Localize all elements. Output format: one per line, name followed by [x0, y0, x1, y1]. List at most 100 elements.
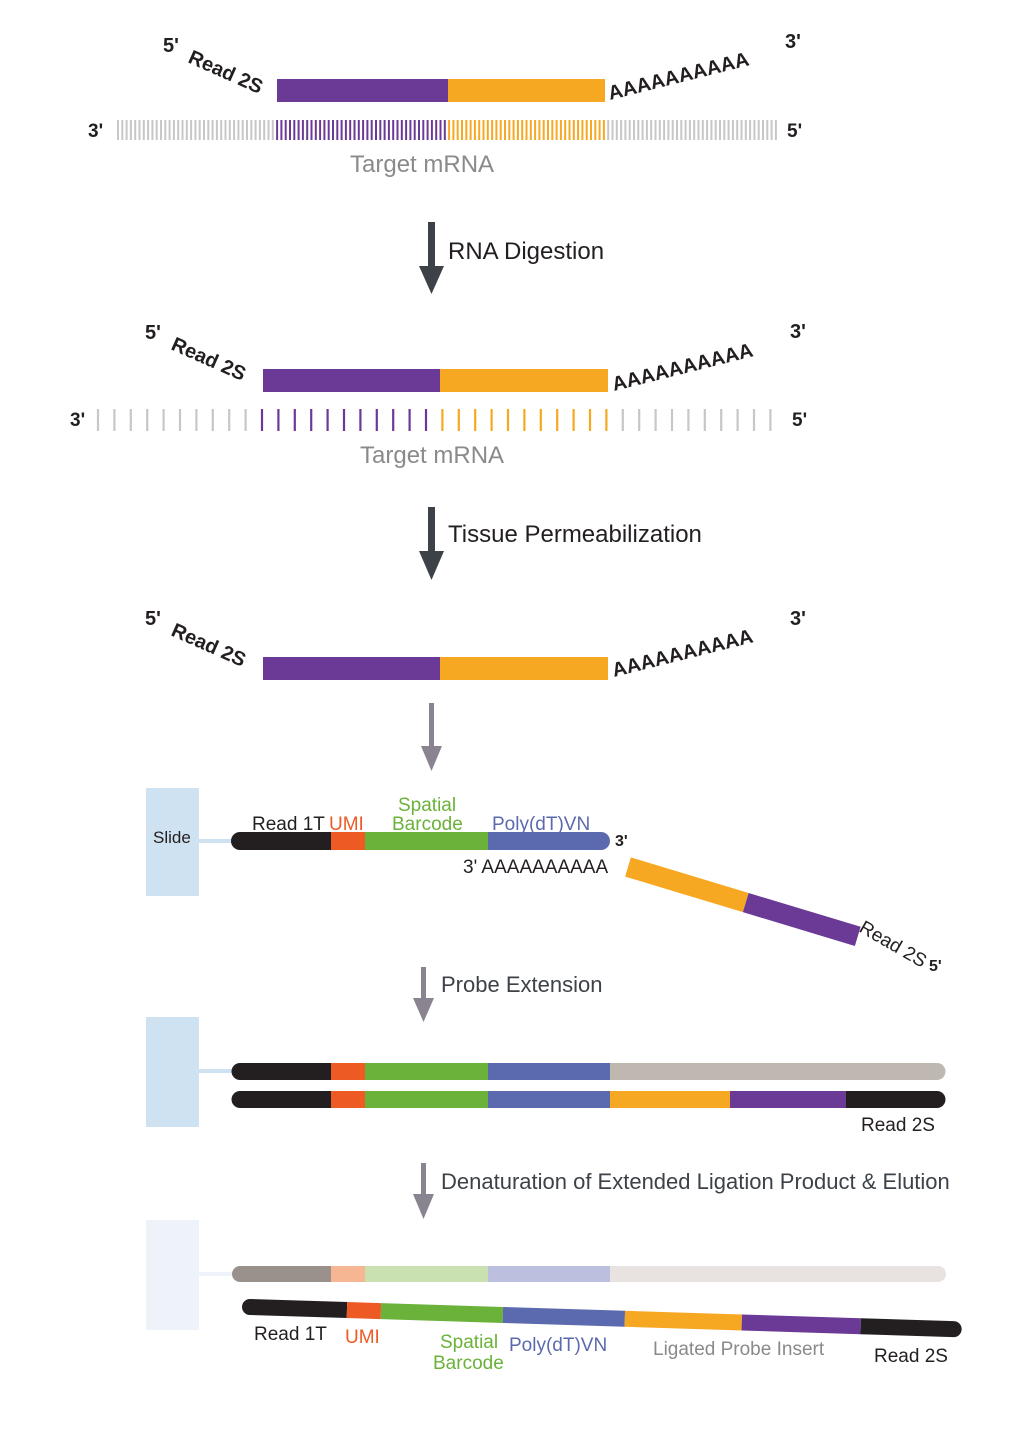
p1-five-prime: 5'	[163, 35, 179, 57]
p1-purple-segment	[277, 79, 448, 102]
p4-slide	[146, 788, 199, 896]
p5-read-2s-label: Read 2S	[861, 1115, 935, 1136]
panel-5-extended-product: Read 2S	[146, 1017, 946, 1136]
step-capture-arrow	[421, 703, 442, 771]
step-probe-extension: Probe Extension	[413, 967, 602, 1022]
p3-orange-segment	[440, 657, 608, 680]
arrow-shaft-3	[429, 703, 434, 751]
p4-polydt-segment	[488, 832, 610, 850]
p5-bottom-orange	[610, 1091, 730, 1108]
step-label-probe-extension: Probe Extension	[441, 972, 602, 997]
arrow-shaft-2	[428, 507, 435, 555]
p1-mrna-strand	[117, 120, 777, 140]
p6-eluted-umi	[346, 1302, 382, 1320]
arrow-head-1	[419, 266, 444, 294]
p5-top-extension	[610, 1063, 946, 1080]
p3-five-prime: 5'	[145, 608, 161, 630]
p2-mrna-strand-digested	[96, 409, 772, 431]
p6-faded-umi	[331, 1266, 365, 1282]
p4-spatial-label: Spatial	[398, 795, 456, 816]
p1-orange-segment	[448, 79, 605, 102]
p6-insert-label: Ligated Probe Insert	[653, 1339, 825, 1360]
p5-top-polydt	[488, 1063, 610, 1080]
p5-bottom-purple	[730, 1091, 846, 1108]
p5-slide-connector	[199, 1069, 235, 1073]
p6-read2s-label: Read 2S	[874, 1346, 948, 1367]
p6-eluted-read2s	[860, 1318, 962, 1338]
step-label-denaturation: Denaturation of Extended Ligation Produc…	[441, 1169, 950, 1194]
p2-orange-segment	[440, 369, 608, 392]
p4-polyA-line: 3' AAAAAAAAAA	[463, 857, 608, 878]
p2-target-mrna-label: Target mRNA	[360, 442, 504, 469]
p4-spatial-barcode-segment	[365, 832, 488, 850]
arrow-shaft-5	[421, 1163, 426, 1197]
p5-bottom-read1t	[231, 1091, 331, 1108]
p5-bottom-read2s	[846, 1091, 946, 1108]
p1-target-mrna-label: Target mRNA	[350, 151, 494, 178]
p6-faded-polydt	[488, 1266, 610, 1282]
p6-slide-connector	[199, 1272, 235, 1276]
p2-read-2s-label: Read 2S	[168, 333, 249, 385]
p3-read-2s-label: Read 2S	[168, 619, 249, 671]
p2-five-prime: 5'	[145, 322, 161, 344]
p5-top-read1t	[231, 1063, 331, 1080]
p4-probe-five-prime: 5'	[929, 958, 942, 975]
p2-purple-segment	[263, 369, 440, 392]
panel-6-eluted-product: Read 1T UMI Spatial Barcode Poly(dT)VN L…	[146, 1220, 962, 1374]
p6-barcode-label: Barcode	[433, 1353, 504, 1374]
step-tissue-permeabilization: Tissue Permeabilization	[419, 507, 702, 580]
p6-polydt-label: Poly(dT)VN	[509, 1335, 607, 1356]
p3-three-prime: 3'	[790, 608, 806, 630]
arrow-head-2	[419, 551, 444, 580]
p5-bottom-polydt	[488, 1091, 610, 1108]
p5-top-umi	[331, 1063, 365, 1080]
p5-slide	[146, 1017, 199, 1127]
arrow-shaft-1	[428, 222, 435, 270]
p4-read1t-segment	[231, 832, 331, 850]
p4-three-prime-top: 3'	[615, 833, 628, 850]
p6-slide	[146, 1220, 199, 1330]
p4-probe-orange	[625, 857, 749, 913]
p4-polydt-label: Poly(dT)VN	[492, 814, 590, 835]
p4-umi-segment	[331, 832, 365, 850]
p1-polyA: AAAAAAAAAA	[606, 49, 751, 105]
p6-umi-label: UMI	[345, 1327, 380, 1348]
p4-barcode-label: Barcode	[392, 814, 463, 835]
p2-mrna-3-prime: 3'	[70, 410, 85, 431]
p4-read1t-label: Read 1T	[252, 814, 325, 835]
p6-eluted-spatial-barcode	[380, 1303, 504, 1323]
step-label-rna-digestion: RNA Digestion	[448, 238, 604, 265]
p3-purple-segment	[263, 657, 440, 680]
step-rna-digestion: RNA Digestion	[419, 222, 604, 294]
p6-faded-extension	[610, 1266, 946, 1282]
arrow-head-5	[413, 1194, 434, 1219]
p5-top-spatial-barcode	[365, 1063, 488, 1080]
p4-slide-connector	[199, 839, 235, 843]
p6-spatial-label: Spatial	[440, 1332, 498, 1353]
p6-faded-read1t	[232, 1266, 331, 1282]
p2-polyA: AAAAAAAAAA	[610, 340, 755, 396]
p4-slide-label: Slide	[153, 828, 191, 847]
p6-eluted-purple	[741, 1314, 861, 1335]
panel-2-digested-mrna: 5' Read 2S AAAAAAAAAA 3' 3' 5' Target mR…	[70, 321, 807, 469]
panel-3-released-probe: 5' Read 2S AAAAAAAAAA 3'	[145, 608, 806, 682]
p3-polyA: AAAAAAAAAA	[610, 626, 755, 682]
p6-eluted-polydt	[502, 1306, 626, 1327]
panel-4-capture-on-slide: Slide Read 1T UMI Spatial Barcode Poly(d…	[146, 788, 942, 975]
p5-bottom-spatial-barcode	[365, 1091, 488, 1108]
p6-eluted-insert	[624, 1310, 743, 1331]
panel-1-probe-on-mrna: 5' Read 2S AAAAAAAAAA 3' 3' 5' Target mR…	[88, 31, 802, 178]
p6-eluted-strand	[242, 1299, 962, 1338]
p1-mrna-3-prime: 3'	[88, 121, 103, 142]
p6-read1t-label: Read 1T	[254, 1324, 327, 1345]
arrow-head-3	[421, 746, 442, 771]
step-denaturation-elution: Denaturation of Extended Ligation Produc…	[413, 1163, 950, 1219]
p2-three-prime: 3'	[790, 321, 806, 343]
p4-probe-read-2s: Read 2S	[856, 917, 931, 972]
p6-eluted-read1t	[242, 1299, 348, 1319]
p2-mrna-5-prime: 5'	[792, 410, 807, 431]
p1-read-2s-label: Read 2S	[185, 46, 266, 98]
p4-umi-label: UMI	[329, 814, 364, 835]
p4-probe-diagonal	[625, 857, 861, 946]
